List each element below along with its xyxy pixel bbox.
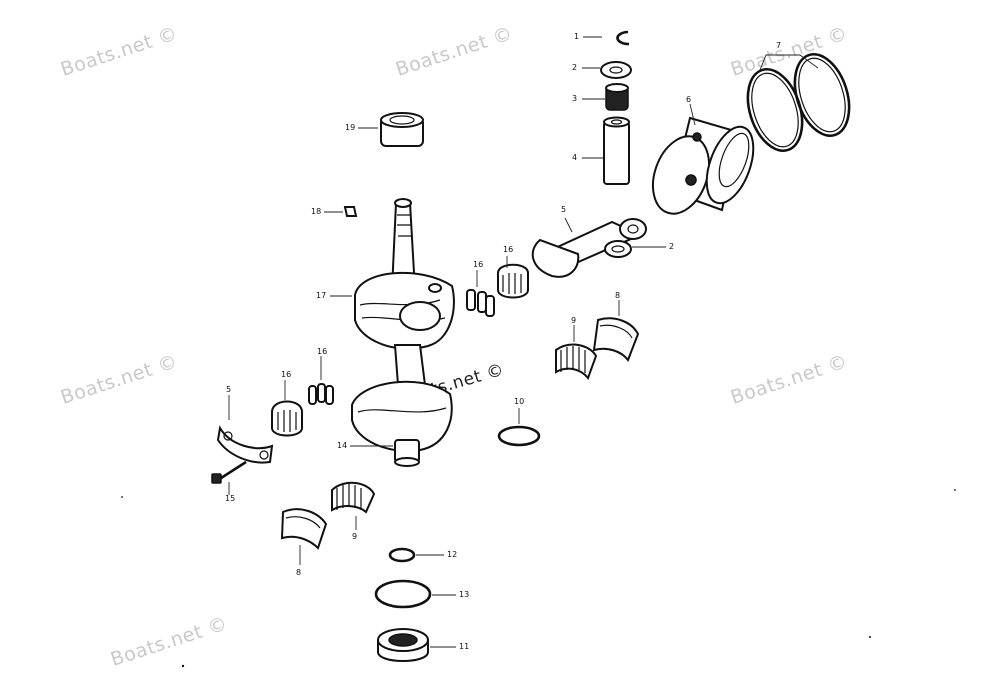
- callout-8-upper: 8: [615, 291, 621, 300]
- scan-specks: [121, 489, 956, 668]
- part-retaining-clip: [583, 30, 630, 46]
- part-bearing-shell-upper: [592, 300, 640, 363]
- callout-14: 14: [337, 441, 348, 450]
- part-woodruff-key: [324, 206, 358, 217]
- callout-6: 6: [686, 95, 692, 104]
- callout-2-top: 2: [572, 63, 578, 72]
- part-oil-seal: [377, 628, 456, 662]
- callout-10: 10: [514, 397, 525, 406]
- part-retaining-ring: [497, 408, 541, 447]
- callout-5-cap: 5: [226, 385, 232, 394]
- callout-16-rollers-lower: 16: [317, 347, 328, 356]
- part-needle-cage-rod-lower: [271, 380, 303, 437]
- callout-9-right: 9: [571, 316, 577, 325]
- part-crankshaft: [330, 198, 455, 452]
- callout-5-rod: 5: [561, 205, 567, 214]
- part-needle-cage-rod-upper: [497, 256, 529, 299]
- callout-16-cage-lower: 16: [281, 370, 292, 379]
- part-needle-cage-bottom: [331, 481, 376, 530]
- callout-11: 11: [459, 642, 470, 651]
- callout-1: 1: [574, 32, 580, 41]
- callout-18: 18: [311, 207, 322, 216]
- callout-7: 7: [776, 41, 782, 50]
- part-rod-bolt: [211, 460, 247, 495]
- part-loose-rollers-upper: [466, 270, 495, 317]
- callout-15: 15: [225, 494, 236, 503]
- callout-9-bottom: 9: [352, 532, 358, 541]
- callout-3: 3: [572, 94, 578, 103]
- callout-12: 12: [447, 550, 458, 559]
- part-connecting-rod: [531, 217, 647, 278]
- part-loose-rollers-lower: [308, 356, 334, 405]
- part-bearing-shell-bottom: [280, 508, 328, 565]
- callout-19: 19: [345, 123, 356, 132]
- part-needle-cage-right: [555, 325, 598, 381]
- part-wrist-pin: [582, 116, 630, 185]
- part-thrust-washer-top: [582, 61, 632, 79]
- callout-16-rollers-upper: 16: [473, 260, 484, 269]
- callout-16-cage-upper: 16: [503, 245, 514, 254]
- callout-8-bottom: 8: [296, 568, 302, 577]
- callout-4: 4: [572, 153, 578, 162]
- part-small-o-ring: [388, 547, 444, 563]
- part-piston-rings: [746, 53, 851, 152]
- part-needle-bearing: [582, 83, 629, 111]
- part-piston: [651, 103, 755, 215]
- part-crankshaft-lower-end: [350, 439, 420, 467]
- callout-13: 13: [459, 590, 470, 599]
- part-large-o-ring: [374, 579, 456, 609]
- part-rod-cap: [216, 395, 274, 464]
- part-main-bearing-upper: [358, 112, 424, 147]
- part-thrust-washer-lower: [604, 240, 666, 258]
- callout-17: 17: [316, 291, 327, 300]
- callout-2-lower: 2: [669, 242, 675, 251]
